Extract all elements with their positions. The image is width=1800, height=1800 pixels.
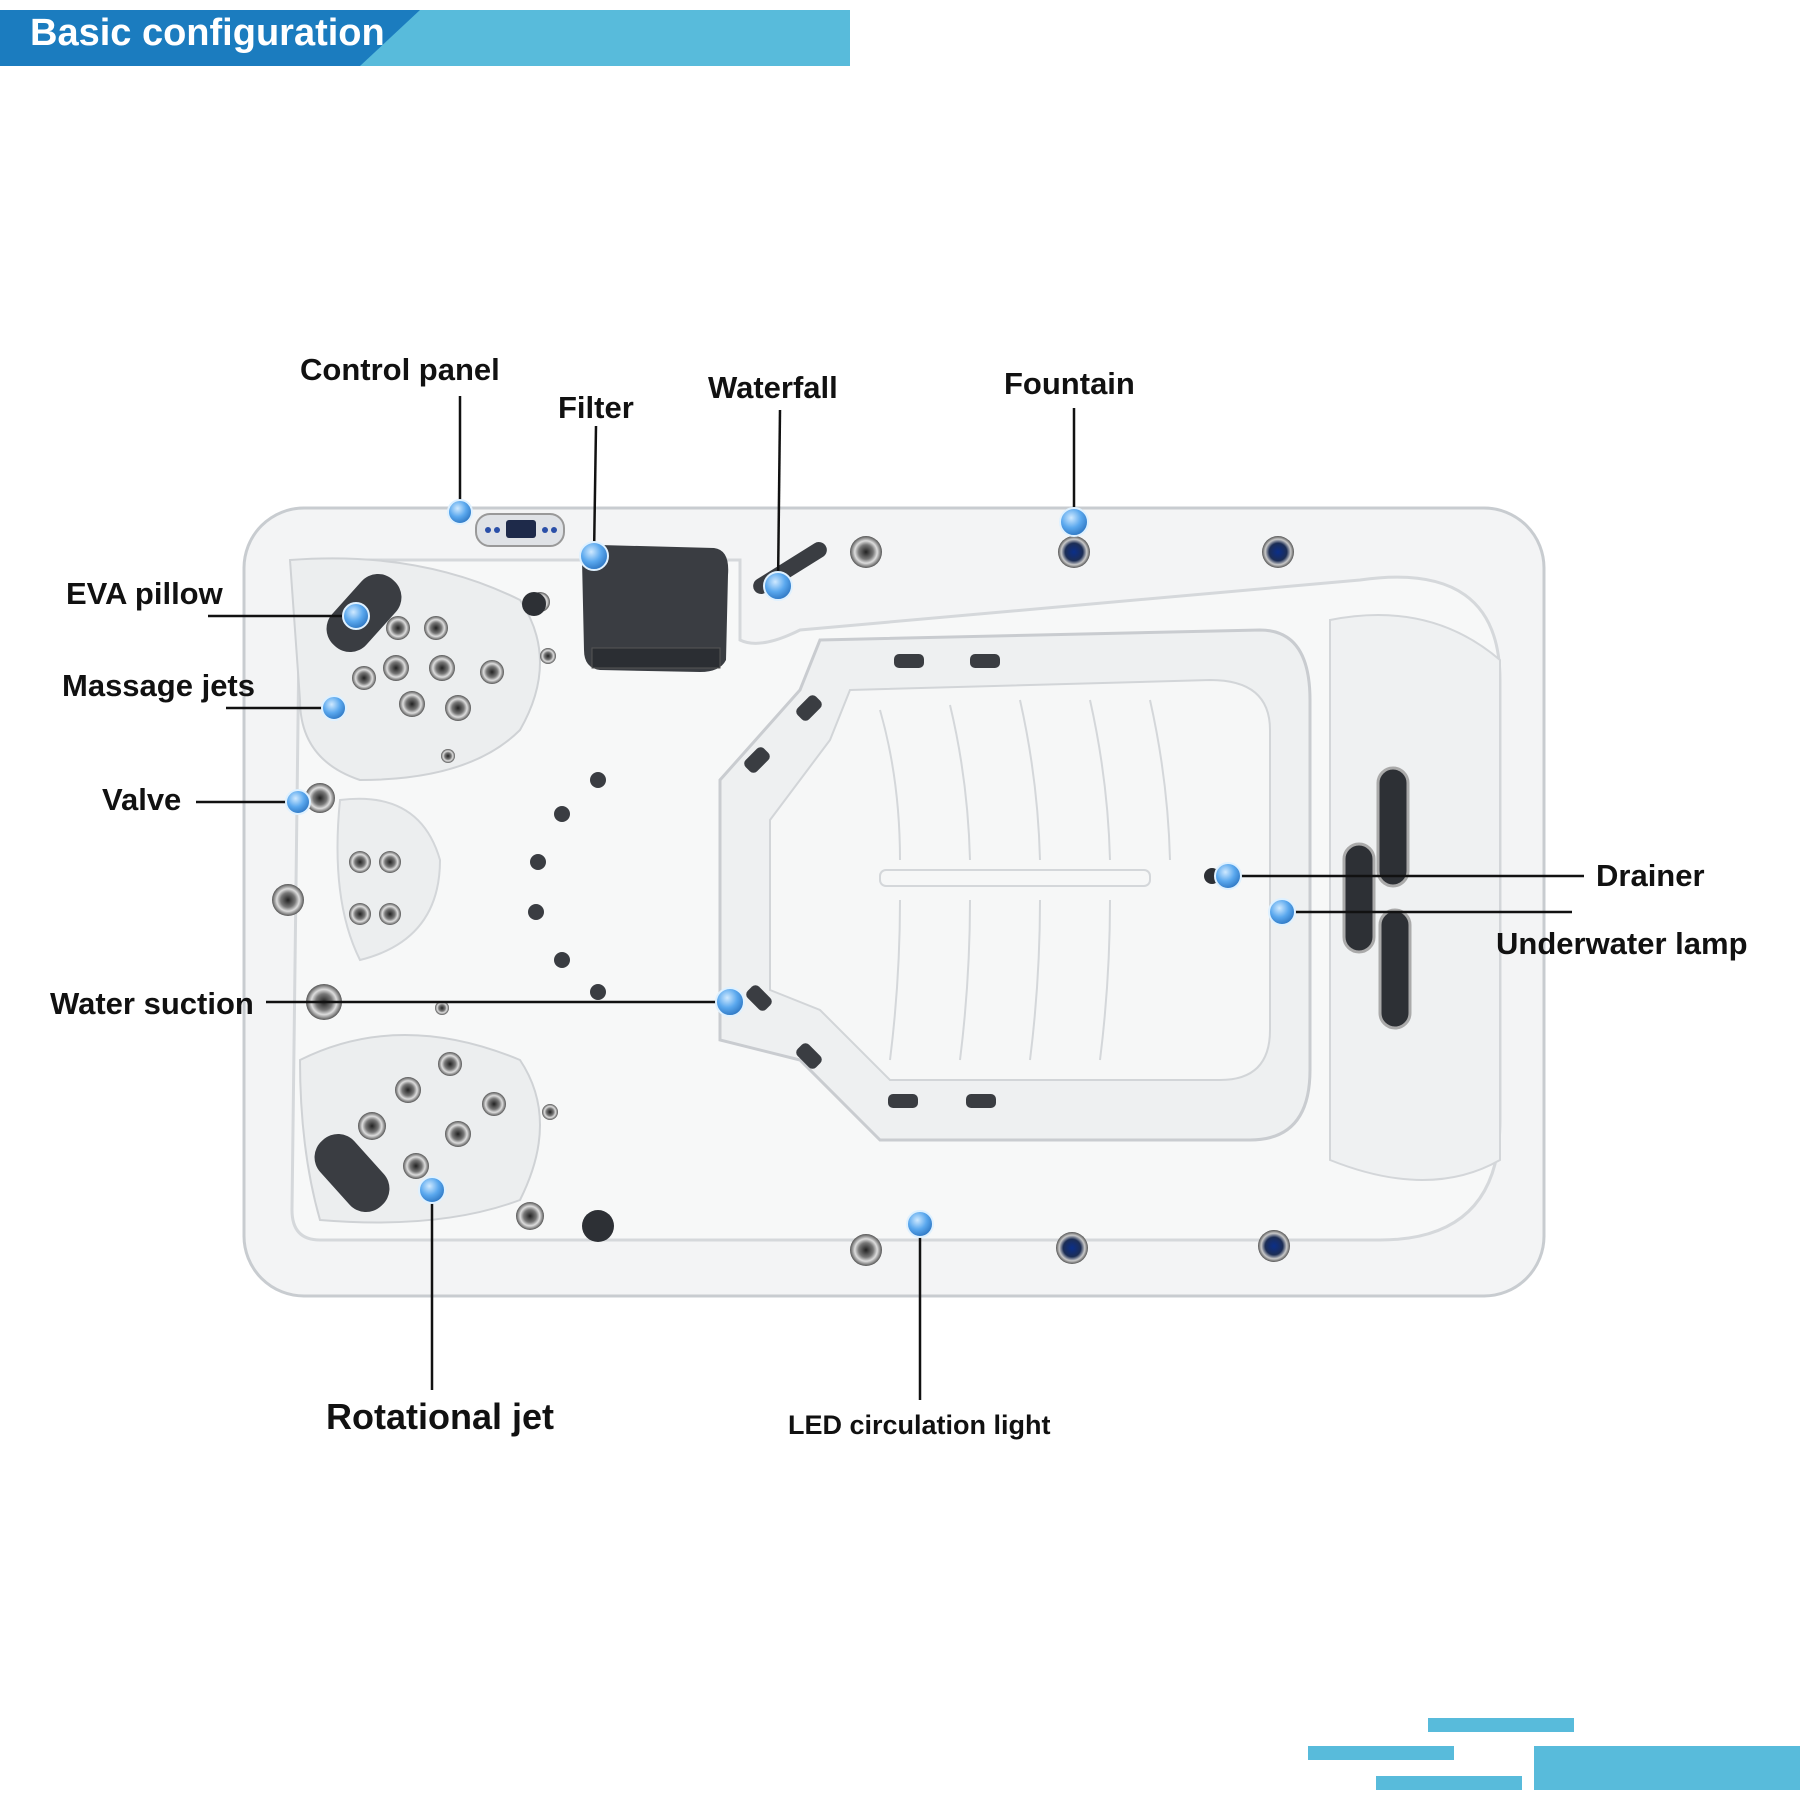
label-rotational-jet: Rotational jet: [326, 1396, 555, 1437]
leader-waterfall: [776, 409, 782, 587]
marker-valve: [285, 789, 311, 815]
marker-drainer: [1214, 862, 1242, 890]
label-led-circulation-light: LED circulation light: [788, 1410, 1051, 1440]
rotational-jet-cluster-lower: [358, 1001, 558, 1179]
header-banner: [0, 10, 850, 66]
deco-bar-1: [1428, 1718, 1574, 1732]
leader-filter: [592, 425, 598, 557]
leader-lines: [196, 396, 1584, 1400]
label-fountain: Fountain: [1004, 366, 1135, 401]
filter-unit: [581, 545, 729, 672]
marker-waterfall: [763, 571, 793, 601]
header-band-dark: [0, 10, 420, 66]
callout-markers: [285, 499, 1296, 1238]
label-waterfall: Waterfall: [708, 370, 838, 405]
massage-jet-cluster-upper: [352, 592, 556, 763]
page-title: Basic configuration: [30, 12, 385, 54]
footer-decoration: [1308, 1718, 1800, 1790]
label-valve: Valve: [102, 782, 182, 817]
marker-rotational-jet: [418, 1176, 446, 1204]
marker-eva-pillow: [342, 602, 370, 630]
swim-jets: [528, 654, 1000, 1108]
deco-bar-4: [1534, 1746, 1800, 1790]
label-filter: Filter: [558, 390, 634, 425]
marker-control-panel: [447, 499, 473, 525]
header-band-light: [360, 10, 850, 66]
eva-pillow-bottom: [314, 1133, 390, 1213]
label-underwater-lamp: Underwater lamp: [1496, 926, 1748, 961]
marker-led-light: [906, 1210, 934, 1238]
marker-filter: [579, 541, 609, 571]
deco-bar-2: [1308, 1746, 1454, 1760]
marker-underwater-lamp: [1268, 898, 1296, 926]
label-eva-pillow: EVA pillow: [66, 576, 223, 611]
label-water-suction: Water suction: [50, 986, 254, 1021]
marker-water-suction: [715, 987, 745, 1017]
side-jets: [349, 851, 401, 925]
label-massage-jets: Massage jets: [62, 668, 255, 703]
right-step: [1329, 614, 1501, 1181]
deco-bar-3: [1376, 1776, 1522, 1790]
marker-fountain: [1059, 507, 1089, 537]
label-drainer: Drainer: [1596, 858, 1705, 893]
label-control-panel: Control panel: [300, 352, 500, 387]
right-slots: [1342, 766, 1412, 1030]
floor-ridges: [879, 699, 1171, 1061]
swim-floor: [769, 678, 1271, 1081]
marker-massage-jets: [321, 695, 347, 721]
